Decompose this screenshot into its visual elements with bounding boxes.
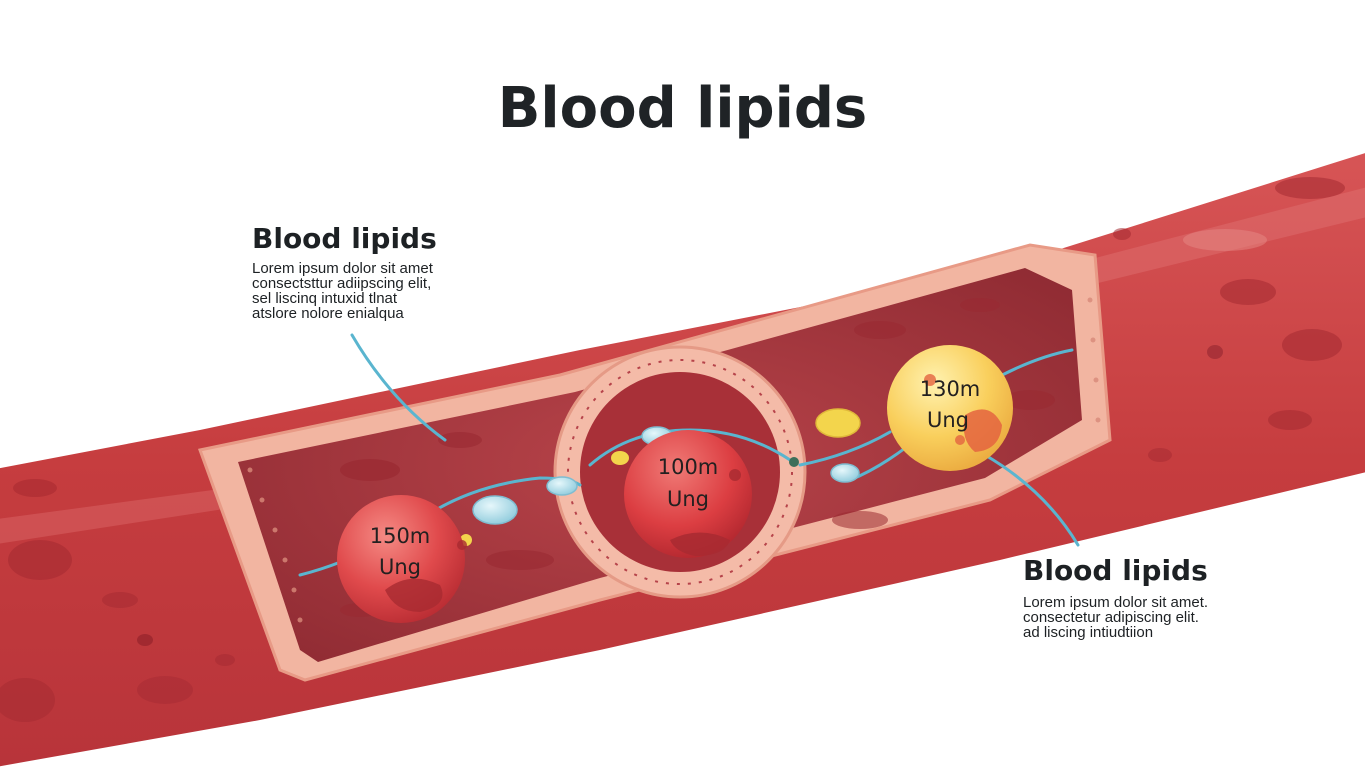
- particle-sublabel: Ung: [379, 555, 421, 579]
- lipid-droplets: [460, 408, 861, 546]
- particle-sublabel: Ung: [927, 408, 969, 432]
- callout-text-line: Lorem ipsum dolor sit amet: [252, 260, 433, 277]
- lipid-droplet: [789, 457, 799, 467]
- connector-lines: [298, 333, 1080, 577]
- particle-100m: 100m Ung: [624, 430, 752, 558]
- particle-label: 100m: [658, 455, 719, 479]
- particle-130m: 130m Ung: [887, 345, 1013, 471]
- page-title: Blood lipids: [497, 76, 868, 141]
- callout-text-line: ad liscing intiudtiion: [1023, 624, 1154, 641]
- particle-150m: 150m Ung: [337, 495, 467, 623]
- particle-sublabel: Ung: [667, 487, 709, 511]
- callout-heading: Blood lipids: [252, 222, 437, 255]
- callout-right: Blood lipids Lorem ipsum dolor sit amet.…: [1023, 554, 1208, 640]
- callout-text-line: consectetur adipiscing elit.: [1023, 609, 1199, 626]
- lipid-droplet: [611, 451, 629, 465]
- callout-heading: Blood lipids: [1023, 554, 1208, 587]
- callout-text-line: Lorem ipsum dolor sit amet.: [1023, 594, 1209, 611]
- callout-left: Blood lipids Lorem ipsum dolor sit amet …: [252, 222, 437, 321]
- lipid-droplet: [830, 463, 860, 483]
- particle-label: 150m: [370, 524, 431, 548]
- callout-text-line: consectsttur adiipscing elit,: [252, 275, 432, 292]
- callout-text-line: sel liscinq intuxid tlnat: [252, 290, 398, 307]
- lipid-droplet: [815, 408, 861, 438]
- particle-label: 130m: [920, 377, 981, 401]
- lipid-droplet: [472, 495, 518, 525]
- lipid-droplet: [546, 476, 578, 496]
- callout-text-line: atslore nolore enialqua: [252, 305, 404, 322]
